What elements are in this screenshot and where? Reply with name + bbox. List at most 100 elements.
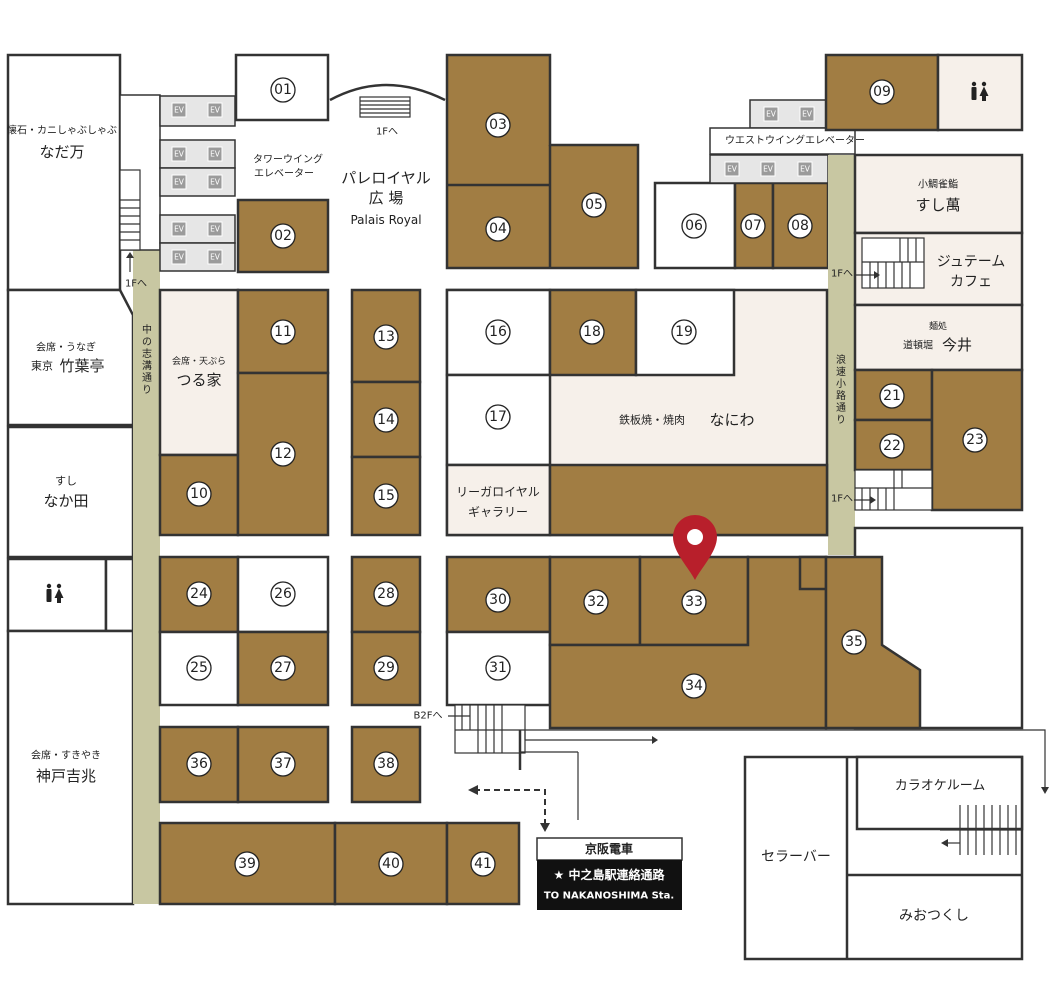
- shop-number-badge-30[interactable]: [485, 587, 511, 613]
- gallery-label-2: ギャラリー: [468, 505, 528, 519]
- shop-number-badge-41[interactable]: [470, 851, 496, 877]
- jutem-label-1: ジュテーム: [937, 254, 1006, 270]
- shop-number-badge-25[interactable]: [186, 655, 212, 681]
- shop-number-24: 24: [190, 586, 208, 602]
- up-1f-right-bottom: 1Fへ: [831, 494, 853, 505]
- keihan-label-1: 京阪電車: [585, 841, 633, 856]
- shop-number-badge-02[interactable]: [270, 223, 296, 249]
- shop-number-badge-17[interactable]: [485, 404, 511, 430]
- shop-03-05-block[interactable]: [445, 53, 640, 270]
- shop-number-badge-03[interactable]: [485, 112, 511, 138]
- shop-34-niche: [798, 555, 828, 591]
- naniwa-label: なにわ: [709, 411, 754, 429]
- shop-number-36: 36: [190, 756, 208, 772]
- shop-number-badge-40[interactable]: [378, 851, 404, 877]
- shop-number-badge-19[interactable]: [671, 319, 697, 345]
- shop-number-25: 25: [190, 660, 208, 676]
- shop-number-badge-22[interactable]: [879, 433, 905, 459]
- shop-number-badge-18[interactable]: [579, 319, 605, 345]
- stairs-icon: [454, 704, 526, 754]
- svg-text:EV: EV: [800, 165, 811, 174]
- tsuruya-sub: 会席・天ぷら: [172, 355, 226, 367]
- karaoke-room[interactable]: [855, 755, 1024, 831]
- suhiman-sub: 小鯛雀鮨: [918, 178, 958, 191]
- nadaman-sub: 懐石・カニしゃぶしゃぶ: [7, 124, 117, 137]
- shop-number-badge-14[interactable]: [373, 407, 399, 433]
- gallery-room[interactable]: [445, 463, 552, 537]
- shop-number-badge-12[interactable]: [270, 441, 296, 467]
- shop-number-badge-29[interactable]: [373, 655, 399, 681]
- nakata-label: なか田: [43, 492, 88, 510]
- suhiman-room[interactable]: [853, 153, 1024, 235]
- restroom-corridor: [104, 557, 135, 633]
- shop-number-badge-21[interactable]: [879, 383, 905, 409]
- svg-text:EV: EV: [210, 253, 221, 262]
- tower-ev-label-2: エレベーター: [254, 168, 314, 180]
- shop-number-badge-16[interactable]: [485, 319, 511, 345]
- shop-37[interactable]: [236, 725, 330, 804]
- imai-label: 今井: [942, 336, 972, 354]
- shop-number-badge-39[interactable]: [234, 851, 260, 877]
- kitcho-room[interactable]: [6, 629, 135, 906]
- shop-number-badge-04[interactable]: [485, 216, 511, 242]
- shop-39[interactable]: [158, 821, 337, 906]
- shop-number-badge-34[interactable]: [681, 673, 707, 699]
- tsuruya-room[interactable]: [158, 288, 240, 457]
- west-elevators: EV EV EV EV EV: [709, 99, 856, 184]
- shop-number-badge-08[interactable]: [787, 213, 813, 239]
- shop-number-badge-37[interactable]: [270, 751, 296, 777]
- imai-room[interactable]: [853, 303, 1024, 372]
- shop-number-badge-28[interactable]: [373, 581, 399, 607]
- right-aisle: [828, 155, 855, 555]
- shop-number-badge-06[interactable]: [681, 213, 707, 239]
- shop-number-badge-38[interactable]: [373, 751, 399, 777]
- shop-number-11: 11: [274, 324, 292, 340]
- plaza-label-en: Palais Royal: [350, 213, 421, 227]
- location-pin-icon: [673, 515, 717, 580]
- shop-number-badge-31[interactable]: [485, 655, 511, 681]
- shop-number-badge-26[interactable]: [270, 581, 296, 607]
- suhiman-label: すし萬: [915, 196, 960, 214]
- shop-number-badge-13[interactable]: [373, 324, 399, 350]
- shop-number-badge-15[interactable]: [373, 483, 399, 509]
- shop-number-badge-33[interactable]: [681, 589, 707, 615]
- chikuyotei-pre: 東京: [31, 359, 53, 373]
- shop-number-06: 06: [685, 218, 703, 234]
- tower-ev-label-1: タワーウイング: [253, 153, 323, 166]
- keihan-sign[interactable]: [536, 837, 683, 910]
- svg-text:EV: EV: [210, 225, 221, 234]
- stairs-icon: [119, 94, 161, 272]
- shop-number-41: 41: [474, 856, 492, 872]
- shop-number-30: 30: [489, 592, 507, 608]
- nakata-room[interactable]: [6, 425, 135, 559]
- shop-number-16: 16: [489, 324, 507, 340]
- svg-text:EV: EV: [174, 150, 185, 159]
- shop-number-badge-05[interactable]: [581, 192, 607, 218]
- shop-number-badge-07[interactable]: [740, 213, 766, 239]
- shop-number-badge-32[interactable]: [583, 589, 609, 615]
- keihan-label-2: ★ 中之島駅連絡通路: [554, 867, 666, 882]
- shop-35[interactable]: [824, 555, 922, 730]
- shop-number-badge-10[interactable]: [186, 481, 212, 507]
- shop-number-badge-24[interactable]: [186, 581, 212, 607]
- shop-number-badge-11[interactable]: [270, 319, 296, 345]
- shop-number-badge-27[interactable]: [270, 655, 296, 681]
- shop-number-26: 26: [274, 586, 292, 602]
- shop-number-badge-35[interactable]: [841, 629, 867, 655]
- imai-sub-1: 麺処: [929, 320, 947, 332]
- shop-number-21: 21: [883, 388, 901, 404]
- naniwa-sub: 鉄板焼・焼肉: [619, 413, 685, 427]
- shop-number-badge-09[interactable]: [869, 79, 895, 105]
- shop-number-badge-23[interactable]: [962, 427, 988, 453]
- west-ev-label: ウエストウイングエレベーター: [725, 134, 865, 147]
- shop-number-badge-01[interactable]: [270, 77, 296, 103]
- restroom-icon: [46, 583, 64, 603]
- shop-number-badge-36[interactable]: [186, 751, 212, 777]
- svg-text:EV: EV: [766, 110, 777, 119]
- miotsukushi-label: みおつくし: [899, 908, 969, 924]
- karaoke-label: カラオケルーム: [895, 779, 986, 794]
- nadaman-room[interactable]: [6, 53, 122, 292]
- up-1f-left: 1Fへ: [125, 279, 147, 290]
- jutem-label-2: カフェ: [950, 274, 992, 290]
